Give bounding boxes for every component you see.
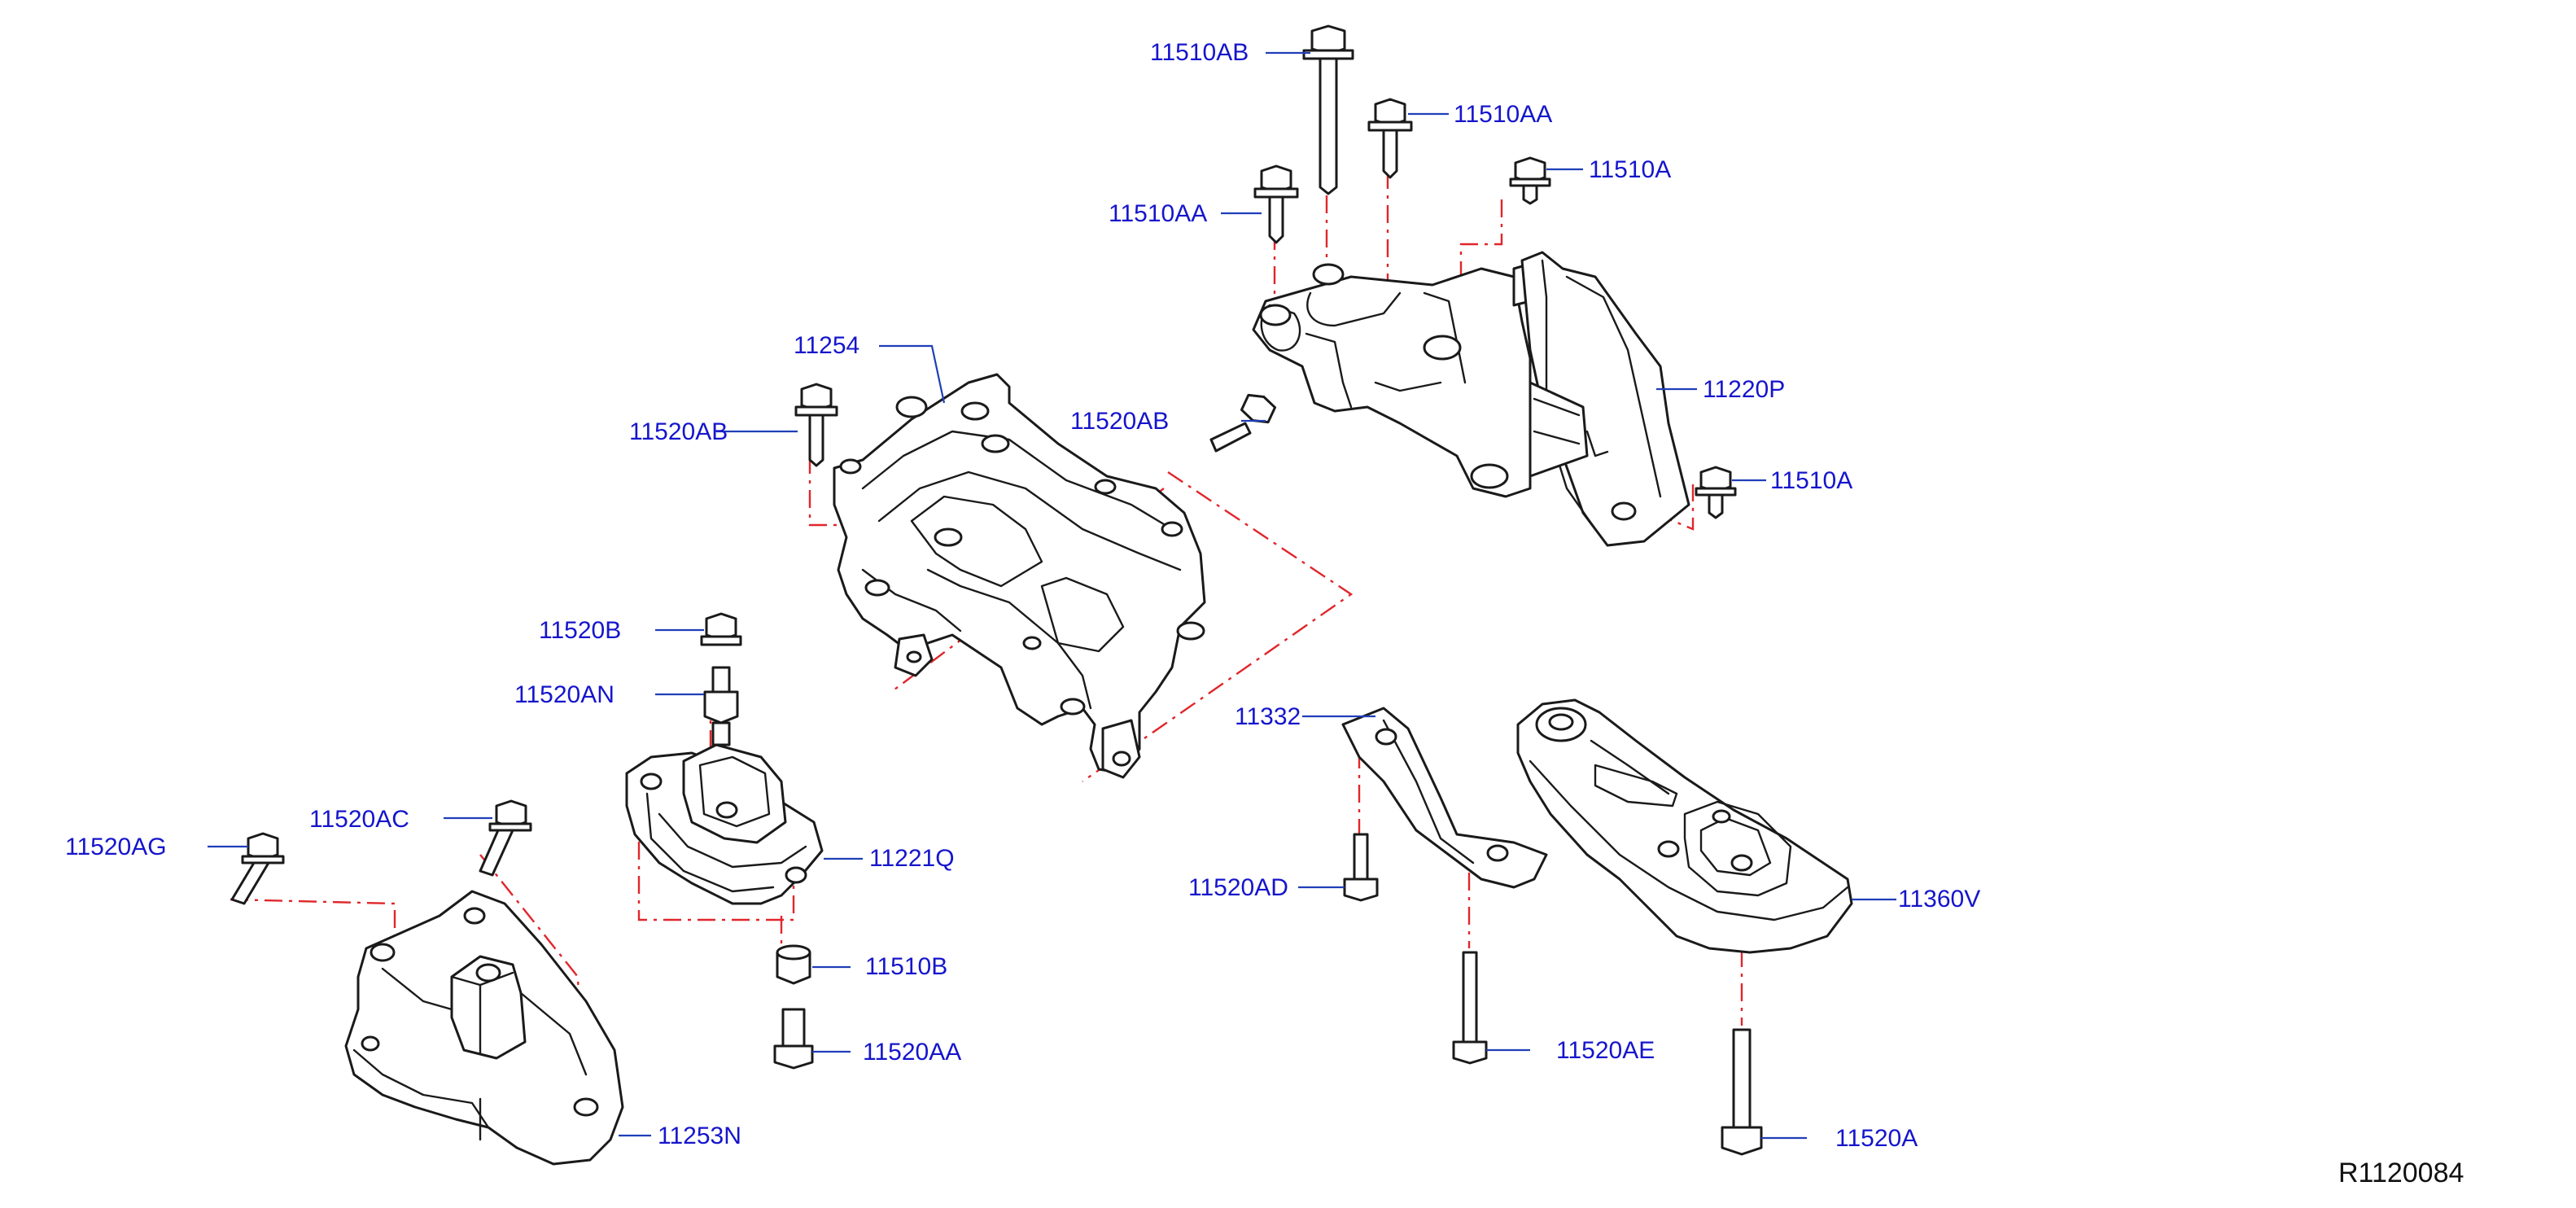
callout-11254: 11254 (794, 332, 860, 359)
callout-11520AA: 11520AA (863, 1039, 962, 1066)
callout-11510A-upper: 11510A (1589, 156, 1672, 183)
callout-11520AG: 11520AG (65, 834, 167, 860)
callout-11510AB: 11510AB (1150, 39, 1249, 66)
callout-11510AA-left: 11510AA (1109, 200, 1208, 227)
bracket-11254 (833, 373, 1206, 779)
bolt-11520AD (1343, 833, 1379, 902)
callout-11520AB-right: 11520AB (1070, 408, 1170, 435)
callout-11520AE: 11520AE (1556, 1037, 1655, 1064)
mount-11253N (344, 890, 624, 1166)
callout-11520A: 11520A (1835, 1125, 1918, 1152)
callout-11520AD: 11520AD (1188, 874, 1288, 901)
callout-11520B: 11520B (539, 617, 622, 644)
bolt-11510A-upper (1509, 156, 1551, 205)
bolt-11520AB-left (794, 383, 838, 467)
rod-11360V (1516, 698, 1853, 954)
bolt-11510AA-left (1253, 164, 1299, 244)
bolt-11520B (700, 612, 742, 646)
callout-11510AA-upper: 11510AA (1454, 101, 1553, 128)
bolt-11520AG (230, 832, 285, 905)
mount-11220P (1252, 251, 1690, 547)
callout-11360V: 11360V (1898, 886, 1981, 913)
bolt-11520AC (479, 799, 532, 877)
bolt-11520AN (703, 666, 739, 746)
bolt-11520AE (1452, 951, 1488, 1065)
bracket-11332 (1341, 707, 1548, 889)
bolt-11510AB (1302, 24, 1354, 195)
bolt-11510A-lower (1695, 466, 1737, 519)
nut-11510B (776, 944, 811, 985)
callout-11520AC: 11520AC (309, 806, 409, 833)
callout-11510B: 11510B (865, 953, 948, 980)
callout-11510A-lower: 11510A (1770, 467, 1853, 494)
callout-11520AN: 11520AN (514, 681, 614, 708)
mount-11221Q (625, 743, 824, 905)
callout-11332: 11332 (1235, 703, 1301, 730)
bolt-11510AA-upper (1367, 98, 1413, 179)
bolt-11520AA (773, 1008, 814, 1070)
callout-11253N: 11253N (658, 1123, 741, 1149)
diagram-reference-number: R1120084 (2338, 1158, 2464, 1188)
callout-11220P: 11220P (1703, 376, 1786, 403)
leader-lines (208, 51, 1896, 1140)
bolt-11520AB-right (1209, 393, 1277, 453)
callout-11221Q: 11221Q (869, 845, 955, 872)
callout-11520AB-left: 11520AB (629, 418, 728, 445)
bolt-11520A (1721, 1028, 1763, 1156)
